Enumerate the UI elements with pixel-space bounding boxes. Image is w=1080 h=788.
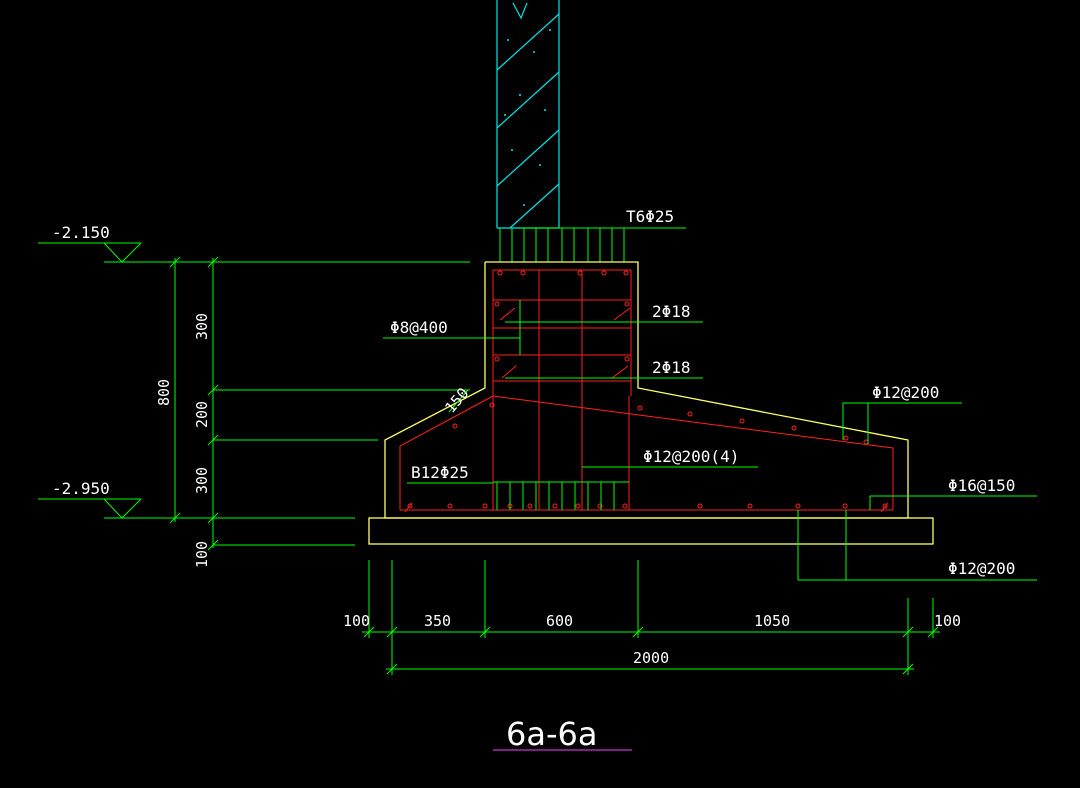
vertical-dimensions bbox=[169, 256, 470, 551]
leader-lines bbox=[383, 300, 1037, 581]
label-column-bars: T6Φ25 bbox=[626, 207, 674, 226]
label-bottom-dist-2: Φ12@200 bbox=[948, 559, 1015, 578]
label-side-bar-2: 2Φ18 bbox=[652, 358, 691, 377]
vdim-200: 200 bbox=[193, 401, 211, 428]
label-bottom-dist-1: Φ16@150 bbox=[948, 476, 1015, 495]
vdim-300-bottom: 300 bbox=[193, 467, 211, 494]
label-stirrup: Φ8@400 bbox=[390, 318, 448, 337]
hdim-600: 600 bbox=[546, 612, 573, 630]
bottom-bar-ticks bbox=[493, 481, 629, 510]
elevation-bottom-label: -2.950 bbox=[52, 479, 110, 498]
label-slope: 150 bbox=[441, 384, 472, 416]
elevation-top bbox=[38, 242, 470, 263]
rebar-dots bbox=[407, 270, 888, 509]
hdim-350: 350 bbox=[424, 612, 451, 630]
section-title: 6a-6a bbox=[506, 715, 597, 753]
label-bottom-main: B12Φ25 bbox=[411, 463, 469, 482]
label-side-bar-1: 2Φ18 bbox=[652, 302, 691, 321]
horizontal-dimensions bbox=[362, 560, 940, 675]
column bbox=[496, 0, 560, 229]
elevation-top-label: -2.150 bbox=[52, 223, 110, 242]
vdim-300-top: 300 bbox=[193, 313, 211, 340]
column-starter-bars bbox=[499, 227, 686, 262]
vdim-800: 800 bbox=[155, 379, 173, 406]
hdim-2000: 2000 bbox=[633, 649, 669, 667]
rebar-cage bbox=[399, 269, 894, 513]
vdim-100: 100 bbox=[193, 541, 211, 568]
footing-outline bbox=[368, 261, 934, 545]
label-top-dist: Φ12@200 bbox=[872, 383, 939, 402]
elevation-bottom bbox=[38, 498, 355, 519]
hdim-1050: 1050 bbox=[754, 612, 790, 630]
hdim-100-left: 100 bbox=[343, 612, 370, 630]
hdim-100-right: 100 bbox=[934, 612, 961, 630]
label-stirrup-4: Φ12@200(4) bbox=[643, 447, 739, 466]
